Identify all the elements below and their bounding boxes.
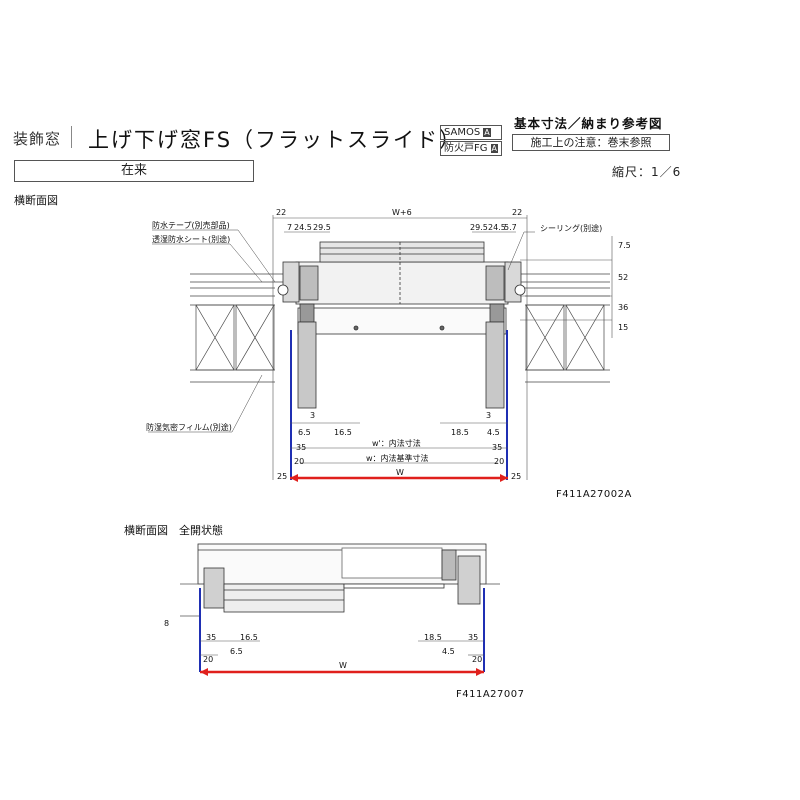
dim-65: 6.5 (298, 428, 311, 437)
dim-right-75: 7.5 (618, 241, 631, 250)
badge-text: SAMOS (444, 127, 481, 138)
dim-35-right: 35 (492, 443, 502, 452)
dim-W: W (396, 468, 404, 477)
dim-20-right: 20 (494, 457, 504, 466)
dim2-35-left: 35 (206, 633, 216, 642)
dim2-W: W (339, 661, 347, 670)
category-label: 装飾窓 (13, 130, 62, 148)
dim2-45: 4.5 (442, 647, 455, 656)
sealing-label: シーリング(別途) (540, 223, 602, 233)
dim-22-right: 22 (512, 208, 522, 217)
header-divider (71, 126, 72, 148)
reference-note: 施工上の注意：巻末参照 (512, 134, 670, 151)
dim-top-left-a: 7 (287, 223, 292, 232)
section1-label: 横断面図 (14, 194, 58, 207)
dim-25-right: 25 (511, 472, 521, 481)
dim2-65: 6.5 (230, 647, 243, 656)
section2-code: F411A27007 (456, 689, 525, 700)
dim-20-left: 20 (294, 457, 304, 466)
scale-label: 縮尺：1／6 (612, 165, 682, 179)
dim-top-left-b: 24.5 (294, 223, 312, 232)
dim2-165: 16.5 (240, 633, 258, 642)
jamb-lines (290, 330, 508, 480)
section2-drawing (180, 543, 500, 617)
badge-mark: A (483, 128, 491, 137)
condition-box: 在来 (14, 160, 254, 182)
dim-45: 4.5 (487, 428, 500, 437)
section2-text: 8 35 16.5 6.5 18.5 35 4.5 20 20 W (164, 619, 482, 670)
breathable-sheet-label: 透湿防水シート(別途) (152, 234, 230, 244)
dim-top-left-c: 29.5 (313, 223, 331, 232)
dim-right-15: 15 (618, 323, 628, 332)
badge-mark: A (490, 144, 498, 153)
section2-dimension-lines (200, 640, 484, 656)
dim-8: 8 (164, 619, 169, 628)
dim-w-inner: w'：内法寸法 (372, 438, 421, 448)
vapor-film-label: 防湿気密フィルム(別途) (146, 422, 232, 432)
dim2-35-right: 35 (468, 633, 478, 642)
section2-label: 横断面図 全開状態 (124, 524, 223, 537)
dim-3-left: 3 (310, 411, 315, 420)
dim-right-36: 36 (618, 303, 628, 312)
dim2-185: 18.5 (424, 633, 442, 642)
dim-22-left: 22 (276, 208, 286, 217)
dim-185: 18.5 (451, 428, 469, 437)
dim2-20-right: 20 (472, 655, 482, 664)
dim-165: 16.5 (334, 428, 352, 437)
dim-25-left: 25 (277, 472, 287, 481)
section1-text: 防水テープ(別売部品) 透湿防水シート(別途) シーリング(別途) 防湿気密フィ… (146, 208, 631, 481)
annotation-leaders (148, 229, 535, 433)
dim-w6: W+6 (392, 208, 412, 217)
window-frame (277, 241, 526, 409)
reference-title: 基本寸法／納まり参考図 (514, 116, 663, 131)
dim-top-right-a: 29.5 (470, 223, 488, 232)
dim-top-right-c: 5.7 (504, 223, 517, 232)
wall-structure (190, 273, 610, 383)
w-dimension-red (290, 474, 508, 482)
dim-w-base: w：内法基準寸法 (366, 453, 429, 463)
dim-right-52: 52 (618, 273, 628, 282)
waterproof-tape-label: 防水テープ(別売部品) (152, 220, 230, 230)
dim-35-left: 35 (296, 443, 306, 452)
dim2-20-left: 20 (203, 655, 213, 664)
dim-top-right-b: 24.5 (488, 223, 506, 232)
dimension-lines (272, 215, 613, 480)
section2-w-dimension-red (200, 668, 484, 676)
section2-jamb-lines (199, 588, 485, 672)
page-title: 上げ下げ窓FS（フラットスライド） (88, 128, 463, 152)
badge-text: 防火戸FG (444, 143, 488, 154)
section1-code: F411A27002A (556, 489, 632, 500)
dim-3-right: 3 (486, 411, 491, 420)
